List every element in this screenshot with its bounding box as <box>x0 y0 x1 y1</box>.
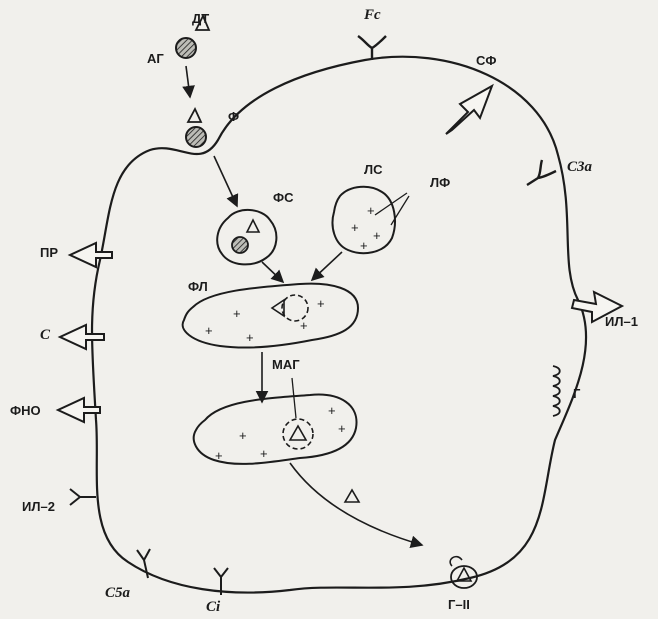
svg-text:+: + <box>215 448 223 463</box>
phagosome-arrow <box>214 156 237 206</box>
determinant-triangle-phagosome <box>247 220 259 232</box>
phagosome <box>217 210 276 264</box>
svg-text:+: + <box>233 306 241 321</box>
mag-pointer <box>292 378 296 418</box>
phagolysosome <box>183 284 358 348</box>
svg-text:+: + <box>205 323 213 338</box>
lysosome-to-phagolysosome-arrow <box>312 252 342 280</box>
fc-receptor <box>358 36 386 60</box>
entry-arrow <box>186 66 190 97</box>
label-c5a: С5а <box>105 586 130 601</box>
pr-secretion-arrow <box>70 243 112 267</box>
determinant-triangle-membrane <box>188 109 201 122</box>
svg-text:+: + <box>373 228 381 243</box>
svg-text:+: + <box>360 238 368 253</box>
label-sf: СФ <box>476 54 496 67</box>
il2-receptor <box>70 489 96 505</box>
label-f: Ф <box>228 110 239 123</box>
label-fno: ФНО <box>10 404 41 417</box>
antigen-in-phagosome <box>232 237 248 253</box>
label-fc: Fc <box>364 8 381 23</box>
svg-text:+: + <box>338 421 346 436</box>
label-g: Г <box>573 387 580 400</box>
label-ag: АГ <box>147 52 164 65</box>
label-fl: ФЛ <box>188 280 208 293</box>
label-c3a: С3а <box>567 160 592 175</box>
label-ls: ЛС <box>364 163 383 176</box>
label-c: С <box>40 328 50 343</box>
label-pr: ПР <box>40 246 58 259</box>
cell-membrane <box>92 57 586 593</box>
label-g2: Г–II <box>448 598 470 611</box>
svg-text:+: + <box>246 330 254 345</box>
degrading-antigen <box>282 295 308 321</box>
lysosome-enzymes: ++ ++ <box>351 203 381 253</box>
antigen-outside <box>176 38 196 58</box>
label-mag: МАГ <box>272 358 300 371</box>
c3a-receptor <box>527 160 556 185</box>
fno-secretion-arrow <box>58 398 100 422</box>
antigen-peptide-triangle <box>290 426 306 440</box>
label-il2: ИЛ–2 <box>22 500 55 513</box>
label-fs: ФС <box>273 191 293 204</box>
svg-text:+: + <box>260 446 268 461</box>
c-secretion-arrow <box>60 325 104 349</box>
label-il1: ИЛ–1 <box>605 315 638 328</box>
antigen-peptide-ring <box>283 419 313 449</box>
transported-determinant <box>345 490 359 502</box>
mhc-ii-lobe <box>450 557 462 566</box>
label-lf: ЛФ <box>430 176 450 189</box>
lf-pointer-1 <box>375 193 407 215</box>
label-dt: ДТ <box>192 12 209 25</box>
svg-text:+: + <box>239 428 247 443</box>
svg-text:+: + <box>300 318 308 333</box>
svg-text:+: + <box>328 403 336 418</box>
svg-text:+: + <box>351 220 359 235</box>
sf-secretion-arrow <box>446 86 492 134</box>
antigen-membrane <box>186 127 206 147</box>
transport-arrow <box>290 463 422 545</box>
c5a-receptor <box>137 549 150 578</box>
svg-text:+: + <box>367 203 375 218</box>
svg-text:+: + <box>317 296 325 311</box>
g-coil <box>553 366 560 416</box>
phagosome-to-phagolysosome-arrow <box>262 262 283 282</box>
label-ci: Сi <box>206 600 220 615</box>
